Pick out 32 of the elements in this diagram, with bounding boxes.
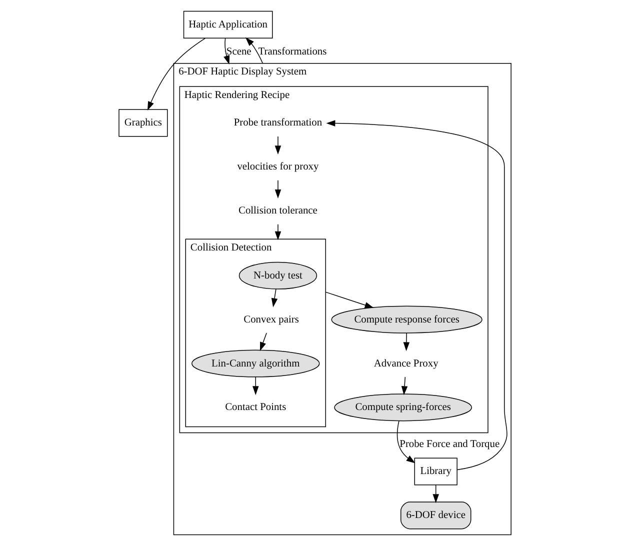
- node-box: Library: [414, 458, 457, 486]
- node-text: velocities for proxy: [236, 162, 318, 173]
- node-text: Collision tolerance: [238, 206, 317, 217]
- arrow: [400, 376, 408, 396]
- arrow: [274, 224, 281, 240]
- node-ellipse: Compute spring-forces: [334, 394, 472, 422]
- arrow: [326, 120, 507, 470]
- node-ellipse: Lin-Canny algorithm: [191, 350, 320, 378]
- arrow: [324, 292, 374, 308]
- arrow: [396, 420, 415, 464]
- arrow: [274, 136, 281, 155]
- node-text: Advance Proxy: [373, 358, 438, 370]
- arrow: [223, 38, 230, 64]
- node-box: Graphics: [118, 109, 168, 137]
- node-box: 6-DOF device: [400, 502, 471, 530]
- arrow: [252, 376, 258, 396]
- arrow: [402, 332, 410, 352]
- node-box: Haptic Application: [182, 10, 272, 38]
- edge-label: Scene: [226, 46, 251, 58]
- arrow: [274, 180, 281, 198]
- arrow: [146, 38, 206, 110]
- node-text: Probe transformation: [233, 118, 322, 129]
- arrow: [244, 37, 263, 64]
- node-text: Contact Points: [224, 402, 286, 414]
- arrow: [270, 288, 278, 308]
- arrow: [432, 484, 438, 504]
- node-ellipse: Compute response forces: [330, 306, 482, 334]
- edge-label: Probe Force and Torque: [399, 439, 500, 450]
- node-text: Convex pairs: [243, 314, 298, 326]
- arrow: [259, 332, 266, 352]
- edge-label: Transformations: [258, 46, 326, 58]
- node-ellipse: N-body test: [238, 262, 317, 290]
